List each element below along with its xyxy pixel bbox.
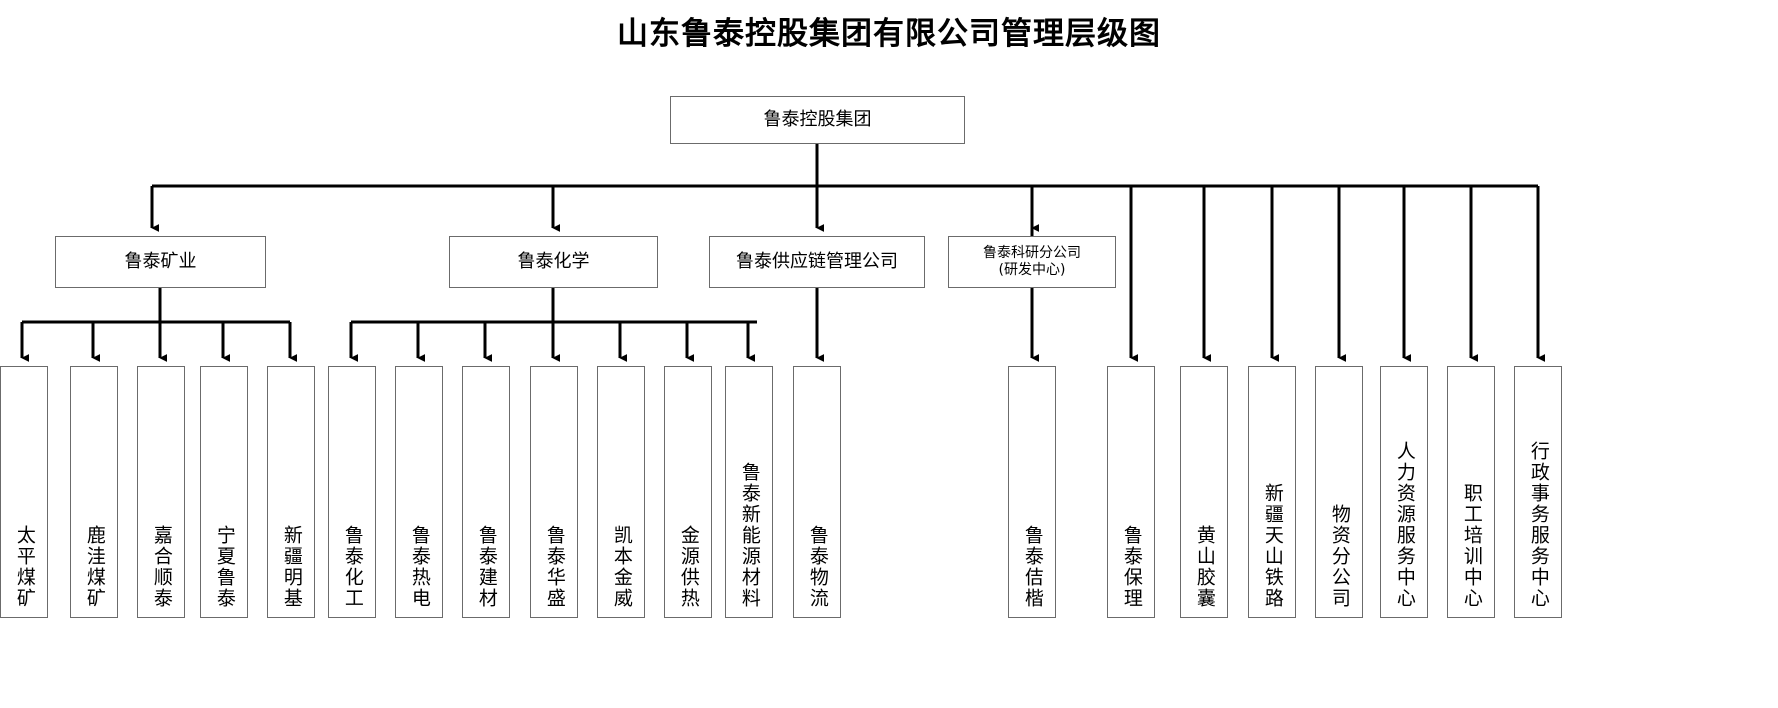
node-division-chemistry[interactable]: 鲁泰化学 bbox=[449, 236, 658, 288]
node-leaf-label: 人力资源服务中心 bbox=[1393, 441, 1416, 609]
node-leaf-materials-branch[interactable]: 物资分公司 bbox=[1315, 366, 1363, 618]
node-leaf-lutai-new-energy-materials[interactable]: 鲁泰新能源材料 bbox=[725, 366, 773, 618]
node-leaf-label: 鹿洼煤矿 bbox=[83, 525, 106, 609]
node-leaf-taiping-coal[interactable]: 太平煤矿 bbox=[0, 366, 48, 618]
node-leaf-xinjiang-mingji[interactable]: 新疆明基 bbox=[267, 366, 315, 618]
node-leaf-jiaheshuntai[interactable]: 嘉合顺泰 bbox=[137, 366, 185, 618]
node-leaf-label: 鲁泰化工 bbox=[341, 525, 364, 609]
node-division-chemistry-label: 鲁泰化学 bbox=[517, 250, 590, 272]
node-leaf-label: 金源供热 bbox=[677, 525, 700, 609]
node-leaf-label: 嘉合顺泰 bbox=[150, 525, 173, 609]
node-leaf-lutai-thermal-power[interactable]: 鲁泰热电 bbox=[395, 366, 443, 618]
node-division-supplychain[interactable]: 鲁泰供应链管理公司 bbox=[709, 236, 925, 288]
node-leaf-kaiben-jinwei[interactable]: 凯本金威 bbox=[597, 366, 645, 618]
node-leaf-luwa-coal[interactable]: 鹿洼煤矿 bbox=[70, 366, 118, 618]
node-division-supplychain-label: 鲁泰供应链管理公司 bbox=[736, 250, 898, 272]
page-title: 山东鲁泰控股集团有限公司管理层级图 bbox=[617, 16, 1161, 52]
node-leaf-label: 黄山胶囊 bbox=[1193, 525, 1216, 609]
node-leaf-jinyuan-heating[interactable]: 金源供热 bbox=[664, 366, 712, 618]
node-leaf-hr-service-center[interactable]: 人力资源服务中心 bbox=[1380, 366, 1428, 618]
node-leaf-lutai-jiekai[interactable]: 鲁泰佶楷 bbox=[1008, 366, 1056, 618]
node-leaf-label: 鲁泰华盛 bbox=[543, 525, 566, 609]
node-leaf-label: 宁夏鲁泰 bbox=[213, 525, 236, 609]
node-leaf-label: 鲁泰建材 bbox=[475, 525, 498, 609]
node-leaf-label: 行政事务服务中心 bbox=[1527, 441, 1550, 609]
node-leaf-label: 物资分公司 bbox=[1328, 504, 1351, 609]
node-division-research-label: 鲁泰科研分公司 (研发中心) bbox=[983, 244, 1081, 279]
node-leaf-label: 新疆明基 bbox=[280, 525, 303, 609]
node-root-label: 鲁泰控股集团 bbox=[763, 108, 872, 130]
node-leaf-lutai-building-materials[interactable]: 鲁泰建材 bbox=[462, 366, 510, 618]
node-leaf-label: 新疆天山铁路 bbox=[1261, 483, 1284, 609]
node-leaf-xinjiang-tianshan-railway[interactable]: 新疆天山铁路 bbox=[1248, 366, 1296, 618]
node-leaf-label: 鲁泰新能源材料 bbox=[738, 462, 761, 609]
node-leaf-label: 凯本金威 bbox=[610, 525, 633, 609]
node-division-mining[interactable]: 鲁泰矿业 bbox=[55, 236, 266, 288]
node-division-research[interactable]: 鲁泰科研分公司 (研发中心) bbox=[948, 236, 1116, 288]
node-leaf-label: 鲁泰保理 bbox=[1120, 525, 1143, 609]
node-leaf-label: 鲁泰佶楷 bbox=[1021, 525, 1044, 609]
node-leaf-staff-training-center[interactable]: 职工培训中心 bbox=[1447, 366, 1495, 618]
node-leaf-ningxia-lutai[interactable]: 宁夏鲁泰 bbox=[200, 366, 248, 618]
node-leaf-label: 鲁泰热电 bbox=[408, 525, 431, 609]
node-leaf-huangshan-capsule[interactable]: 黄山胶囊 bbox=[1180, 366, 1228, 618]
node-leaf-lutai-huasheng[interactable]: 鲁泰华盛 bbox=[530, 366, 578, 618]
node-division-mining-label: 鲁泰矿业 bbox=[124, 250, 197, 272]
node-leaf-label: 职工培训中心 bbox=[1460, 483, 1483, 609]
node-leaf-lutai-logistics[interactable]: 鲁泰物流 bbox=[793, 366, 841, 618]
node-root[interactable]: 鲁泰控股集团 bbox=[670, 96, 965, 144]
node-leaf-lutai-chemical[interactable]: 鲁泰化工 bbox=[328, 366, 376, 618]
node-leaf-admin-service-center[interactable]: 行政事务服务中心 bbox=[1514, 366, 1562, 618]
node-leaf-lutai-factoring[interactable]: 鲁泰保理 bbox=[1107, 366, 1155, 618]
node-leaf-label: 鲁泰物流 bbox=[806, 525, 829, 609]
node-leaf-label: 太平煤矿 bbox=[13, 525, 36, 609]
